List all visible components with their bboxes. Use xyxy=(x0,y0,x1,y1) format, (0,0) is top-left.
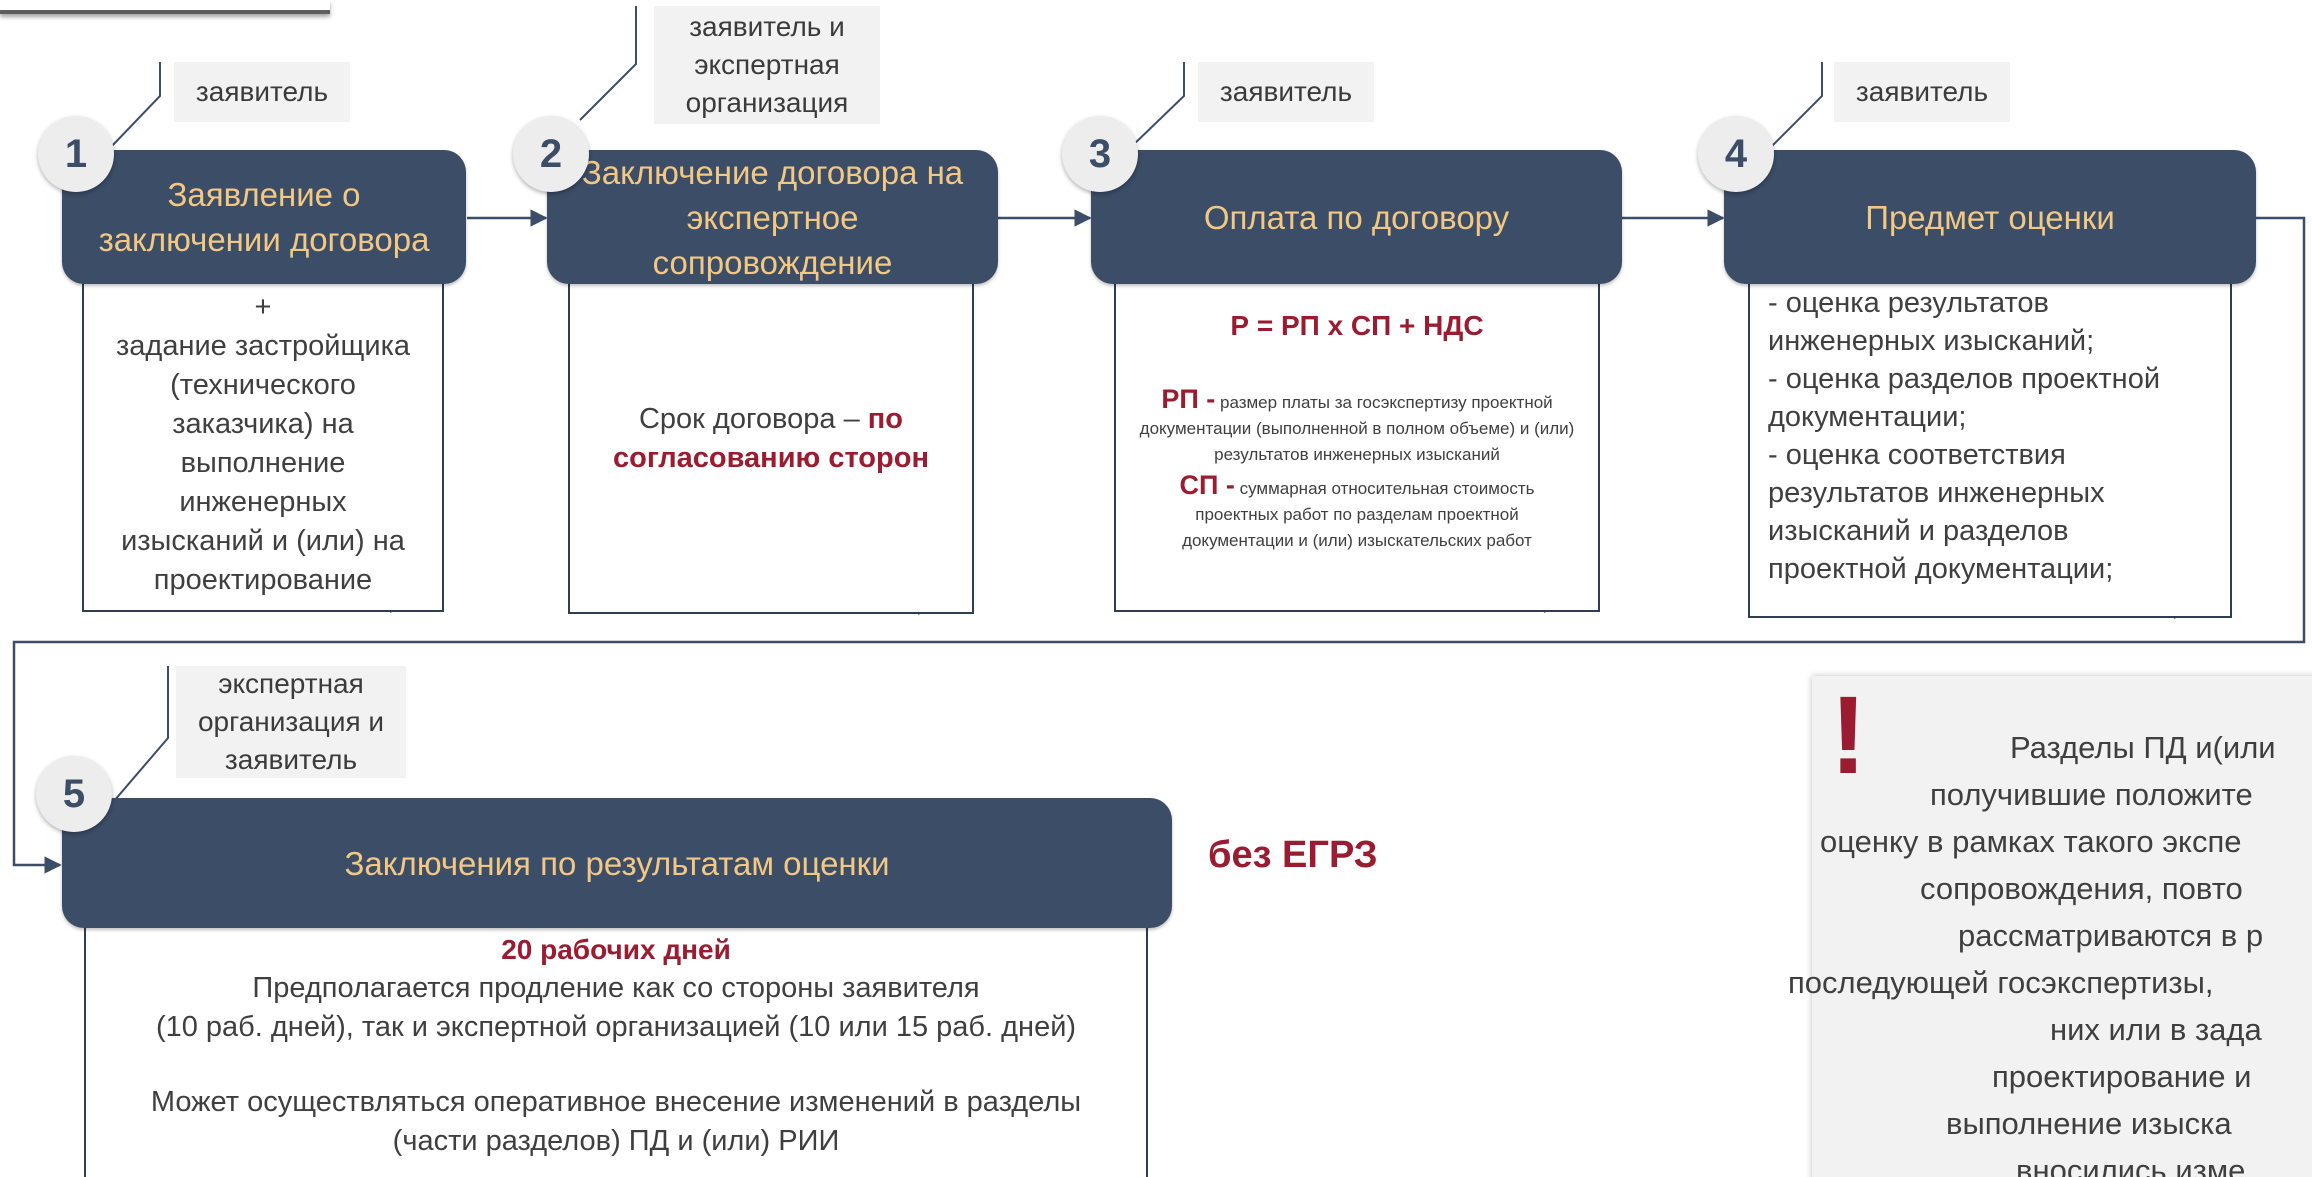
note-box: ! Разделы ПД и(или получившие положите о… xyxy=(1788,674,2312,1177)
step-1-line: изысканий и (или) на xyxy=(121,525,405,557)
note-line: них или в зада xyxy=(2050,1012,2262,1047)
role-tag-4: заявитель xyxy=(1834,62,2010,122)
term-prefix: Срок договора – xyxy=(638,403,868,435)
assessment-item: - оценка соответствия результатов инжене… xyxy=(1768,439,2114,585)
step-1-document: + задание застройщика (технического зака… xyxy=(82,272,444,612)
note-line: вносились изме xyxy=(2016,1153,2246,1177)
extension-text: Предполагается продление как со стороны … xyxy=(252,972,980,1004)
arrow-4-5 xyxy=(12,216,2306,874)
top-bar-fragment xyxy=(0,0,330,14)
note-line: оценку в рамках такого экспе xyxy=(1820,824,2242,859)
step-1-header[interactable]: Заявление о заключении договора xyxy=(62,150,466,284)
assessment-item: - оценка разделов проектной документации… xyxy=(1768,363,2161,433)
step-2-term: Срок договора – по согласованию сторон xyxy=(570,400,972,478)
step-5-number: 5 xyxy=(36,756,112,832)
step-1-body: + задание застройщика (технического зака… xyxy=(84,274,442,600)
callout-3 xyxy=(1129,62,1185,149)
note-line: сопровождения, повто xyxy=(1920,871,2243,906)
step-2-number: 2 xyxy=(513,116,589,192)
changes-text: Может осуществляться оперативное внесени… xyxy=(150,1086,1082,1118)
step-1-line: задание застройщика xyxy=(115,330,411,362)
step-1-line: выполнение xyxy=(180,447,346,479)
step-5-document: 20 рабочих дней Предполагается продление… xyxy=(84,922,1148,1177)
note-line: Разделы ПД и(или xyxy=(2010,730,2276,765)
note-text: Разделы ПД и(или получившие положите оце… xyxy=(1788,724,2312,1177)
extension-text: (10 раб. дней), так и экспертной организ… xyxy=(155,1011,1077,1043)
changes-text: (части разделов) ПД и (или) РИИ xyxy=(392,1125,840,1157)
exclamation-icon: ! xyxy=(1830,674,1867,797)
role-tag-5: экспертная организация и заявитель xyxy=(176,666,406,778)
step-3-number: 3 xyxy=(1062,116,1138,192)
payment-formula: Р = РП х СП + НДС xyxy=(1230,310,1484,341)
callout-5 xyxy=(107,666,169,809)
step-3-document: Р = РП х СП + НДС РП - размер платы за г… xyxy=(1114,272,1600,612)
role-tag-2: заявитель и экспертная организация xyxy=(654,6,880,124)
rp-text: размер платы за госэкспертизу проектной … xyxy=(1139,393,1575,464)
rp-definition: РП - размер платы за госэкспертизу проек… xyxy=(1116,386,1598,468)
sp-definition: СП - суммарная относительная стоимость п… xyxy=(1116,472,1598,554)
step-5-body: 20 рабочих дней Предполагается продление… xyxy=(86,924,1146,1161)
rp-label: РП - xyxy=(1161,384,1216,414)
sp-text: суммарная относительная стоимость проект… xyxy=(1182,479,1535,550)
step-1-line: заказчика) на xyxy=(172,408,354,440)
term-highlight: по xyxy=(867,403,903,435)
step-1-line: (технического xyxy=(170,369,356,401)
note-line: выполнение изыска xyxy=(1946,1106,2232,1141)
note-line: проектирование и xyxy=(1992,1059,2252,1094)
step-4-header[interactable]: Предмет оценки xyxy=(1724,150,2256,284)
note-line: получившие положите xyxy=(1930,777,2253,812)
deadline: 20 рабочих дней xyxy=(501,934,731,965)
step-4-document: - оценка результатов инженерных изыскани… xyxy=(1748,272,2232,618)
term-highlight: согласованию сторон xyxy=(613,442,929,474)
step-1-line: + xyxy=(254,291,272,323)
assessment-item: - оценка результатов инженерных изыскани… xyxy=(1768,287,2095,357)
step-5-header[interactable]: Заключения по результатам оценки xyxy=(62,798,1172,928)
assessment-list: - оценка результатов инженерных изыскани… xyxy=(1750,274,2230,588)
no-egrz-label: без ЕГРЗ xyxy=(1208,834,1378,876)
role-tag-1: заявитель xyxy=(174,62,350,122)
step-1-number: 1 xyxy=(38,116,114,192)
step-1-line: проектирование xyxy=(153,564,373,596)
sp-label: СП - xyxy=(1179,470,1235,500)
role-tag-3: заявитель xyxy=(1198,62,1374,122)
step-4-number: 4 xyxy=(1698,116,1774,192)
step-2-header[interactable]: Заключение договора на экспертное сопров… xyxy=(547,150,998,284)
callout-2 xyxy=(579,6,637,121)
step-3-header[interactable]: Оплата по договору xyxy=(1091,150,1622,284)
note-line: рассматриваются в р xyxy=(1958,918,2264,953)
step-2-document: Срок договора – по согласованию сторон xyxy=(568,272,974,614)
callout-1 xyxy=(109,62,161,149)
step-1-line: инженерных xyxy=(179,486,347,518)
note-line: последующей госэкспертизы, xyxy=(1788,965,2214,1000)
callout-4 xyxy=(1769,62,1823,149)
